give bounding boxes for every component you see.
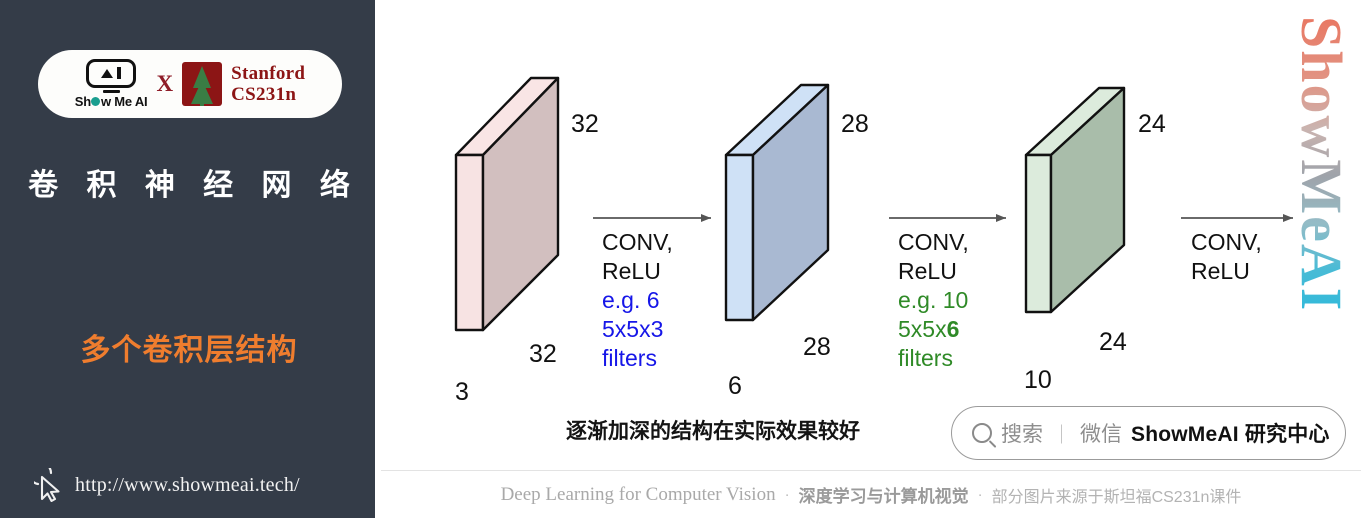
arrow2-line5: filters (898, 344, 953, 371)
footer-dot-1: · (784, 486, 790, 503)
label-conv1-depth: 28 (803, 333, 831, 361)
arrow2-line4-bold: 6 (946, 315, 960, 342)
arrow1-line2: ReLU (602, 257, 661, 284)
stanford-line2: CS231n (231, 84, 297, 105)
search-icon (972, 423, 992, 443)
arrow-heads (701, 214, 1293, 222)
label-conv2-height: 24 (1138, 110, 1166, 138)
block-conv1-front-face (751, 83, 830, 322)
cross-symbol: X (156, 71, 174, 96)
arrow1-line4: 5x5x3 (602, 315, 664, 342)
logo-text-wmeai: w Me AI (100, 94, 148, 110)
footer-bar: Deep Learning for Computer Vision · 深度学习… (381, 470, 1361, 518)
bar-icon (117, 67, 121, 80)
logo-stem (102, 90, 120, 94)
footer-dot-2: · (977, 486, 983, 503)
diagram-caption: 逐渐加深的结构在实际效果较好 (566, 420, 860, 443)
cnn-diagram: 32 32 3 28 28 6 24 24 10 CONV, ReLU e.g.… (381, 0, 1361, 443)
caret-icon (101, 68, 114, 78)
footer-cn-plain: 部分图片来源于斯坦福CS231n课件 (991, 488, 1242, 506)
arrow2-line4-pre: 5x5x (898, 315, 947, 342)
arrow2-line3: e.g. 10 (898, 286, 969, 313)
label-conv2-depth: 24 (1099, 328, 1127, 356)
arrow2-line4: 5x5x6 (898, 315, 969, 344)
showmeai-logo: Sh w Me AI (75, 58, 148, 109)
main-content: 32 32 3 28 28 6 24 24 10 CONV, ReLU e.g.… (381, 0, 1361, 518)
conv-arrow3-text: CONV, ReLU (1191, 228, 1262, 286)
block-conv2 (1024, 86, 1126, 314)
showmeai-robot-icon (86, 58, 137, 88)
block-input (454, 76, 560, 332)
arrow1-line1: CONV, (602, 229, 673, 255)
label-conv2-channels: 10 (1024, 366, 1052, 394)
block-conv2-side-face (1024, 153, 1053, 314)
arrow1-line3: e.g. 6 (602, 286, 660, 313)
conv-arrow2-text: CONV, ReLU e.g. 10 5x5x6 filters (898, 228, 969, 373)
label-conv1-channels: 6 (728, 372, 742, 400)
logo-text-sh: Sh (74, 94, 91, 110)
tree-trunk (200, 97, 205, 106)
label-input-depth: 32 (529, 340, 557, 368)
stanford-line1: Stanford (231, 62, 306, 84)
label-input-channels: 3 (455, 378, 469, 406)
footer-en: Deep Learning for Computer Vision (500, 483, 776, 505)
block-conv2-front-face (1049, 86, 1126, 314)
block-input-side-face (454, 153, 485, 332)
sidebar-footer: http://www.showmeai.tech/ (34, 468, 300, 502)
search-divider: ｜ (1052, 424, 1072, 446)
sidebar-url[interactable]: http://www.showmeai.tech/ (75, 473, 300, 496)
arrow3-line1: CONV, (1191, 229, 1262, 255)
sidebar-title: 卷 积 神 经 网 络 (28, 169, 360, 202)
conv-arrow1-text: CONV, ReLU e.g. 6 5x5x3 filters (602, 228, 673, 373)
search-channel: 微信 (1080, 423, 1123, 446)
search-account: ShowMeAI 研究中心 (1131, 423, 1330, 446)
arrow1-line5: filters (602, 344, 657, 371)
block-conv1 (724, 83, 830, 322)
block-input-front-face (481, 76, 560, 332)
showmeai-watermark: ShowMeAI (1289, 16, 1354, 313)
label-conv1-height: 28 (841, 110, 869, 138)
block-conv1-side-face (724, 153, 755, 322)
label-input-height: 32 (571, 110, 599, 138)
search-label: 搜索 (1001, 423, 1043, 446)
showmeai-logo-label: Sh w Me AI (75, 94, 148, 109)
cnn-blocks-svg (454, 76, 1293, 332)
arrow2-line2: ReLU (898, 257, 957, 284)
logo-dot-icon (91, 97, 101, 107)
stanford-label: Stanford CS231n (231, 63, 305, 106)
stanford-tree-icon (182, 62, 223, 106)
arrow3-line2: ReLU (1191, 257, 1250, 284)
arrow2-line1: CONV, (898, 229, 969, 255)
logo-pill: Sh w Me AI X Stanford CS231n (38, 50, 342, 118)
search-bar[interactable]: 搜索 ｜ 微信 ShowMeAI 研究中心 (951, 406, 1346, 460)
cursor-icon (34, 468, 60, 502)
sidebar-subtitle: 多个卷积层结构 (80, 334, 298, 367)
footer-cn-bold: 深度学习与计算机视觉 (798, 487, 969, 506)
